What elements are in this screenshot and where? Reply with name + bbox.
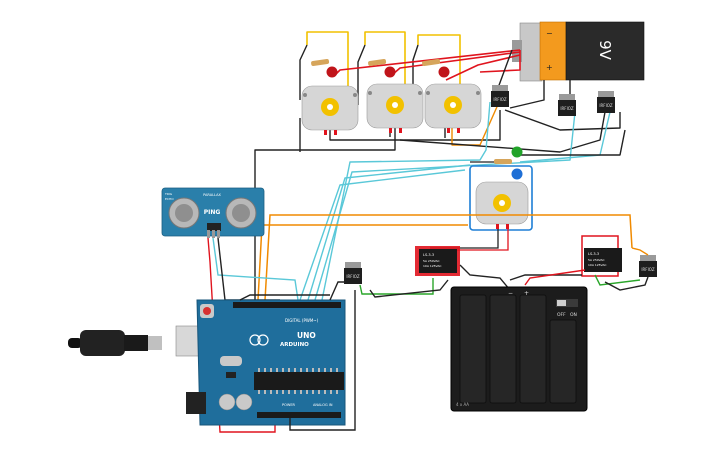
mosfet-5-label: IRFIOZ [641,267,655,272]
mosfet-2[interactable]: IRFIOZ [558,94,576,116]
resistor-3 [422,59,441,66]
resistor-2 [368,59,387,66]
mosfet-4[interactable]: IRFIOZ [344,262,362,284]
mosfet-3-label: IRFIOZ [599,103,613,108]
mosfet-1[interactable]: IRFIOZ [491,85,509,107]
led-blue [511,168,523,180]
relay-2[interactable]: LS-3-3 5A 250VAC 10A 125VAC [581,235,622,277]
sensor-name: PING [204,209,221,216]
dc-motor-3[interactable] [424,83,482,133]
arduino-power-label: POWER [282,403,296,407]
arduino-brand: ARDUINO [280,342,309,348]
battery-9v-label: 9V [596,40,614,61]
arduino-model: UNO [297,331,316,340]
led-group-1[interactable] [311,59,338,78]
battery-9v[interactable]: 9V − + [512,21,645,82]
battery-9v-minus: − [546,29,553,38]
arduino-uno[interactable]: ARDUINO UNO DIGITAL (PWM~) POWER ANALOG … [68,299,346,426]
battery-pack-on: ON [570,312,577,318]
mosfet-2-label: IRFIOZ [560,106,574,111]
arduino-analog-label: ANALOG IN [313,403,333,407]
mosfet-3[interactable]: IRFIOZ [597,91,615,113]
arduino-digital-label: DIGITAL (PWM~) [285,318,319,323]
battery-pack-minus: − [508,290,513,297]
battery-pack-label: 4 x AA [456,402,469,407]
led-red-2 [384,66,396,78]
relay-2-line1: LS-3-3 [588,252,599,256]
led-green [511,146,523,158]
battery-pack-off: OFF [557,312,566,318]
led-group-3[interactable] [422,59,450,78]
dc-motor-2[interactable] [366,83,424,133]
mosfet-1-label: IRFIOZ [493,97,507,102]
led-red-3 [438,66,450,78]
battery-pack-plus: + [524,290,529,297]
dc-motor-1[interactable] [301,85,359,135]
middle-motor[interactable] [430,165,533,251]
relay-1-line2: 5A 250VAC [423,259,440,263]
relay-1-line3: 10A 125VAC [423,264,442,268]
led-group-2[interactable] [368,59,396,78]
sensor-trig: TRIG [164,192,173,196]
resistor-4 [494,159,512,164]
mosfet-4-label: IRFIOZ [346,274,360,279]
battery-9v-plus: + [546,63,553,72]
ultrasonic-sensor[interactable]: PING PARALLAX TRIG ECHO [161,187,265,238]
battery-pack-4aa[interactable]: OFF ON 4 x AA − + [450,286,588,412]
arduino-wires [239,281,356,431]
mosfet-5[interactable]: IRFIOZ [639,255,657,277]
relay-wires [359,247,649,298]
relay-1-line1: LS-3-3 [423,253,434,257]
led-red-1 [326,66,338,78]
sensor-echo: ECHO [165,197,174,201]
resistor-1 [311,59,330,66]
relay-2-line3: 10A 125VAC [588,263,607,267]
usb-cable [68,325,201,357]
relay-2-line2: 5A 250VAC [588,258,605,262]
sensor-header: PARALLAX [203,193,221,197]
middle-led-group[interactable] [470,146,523,180]
relay-1[interactable]: LS-3-3 5A 250VAC 10A 125VAC [415,246,460,276]
